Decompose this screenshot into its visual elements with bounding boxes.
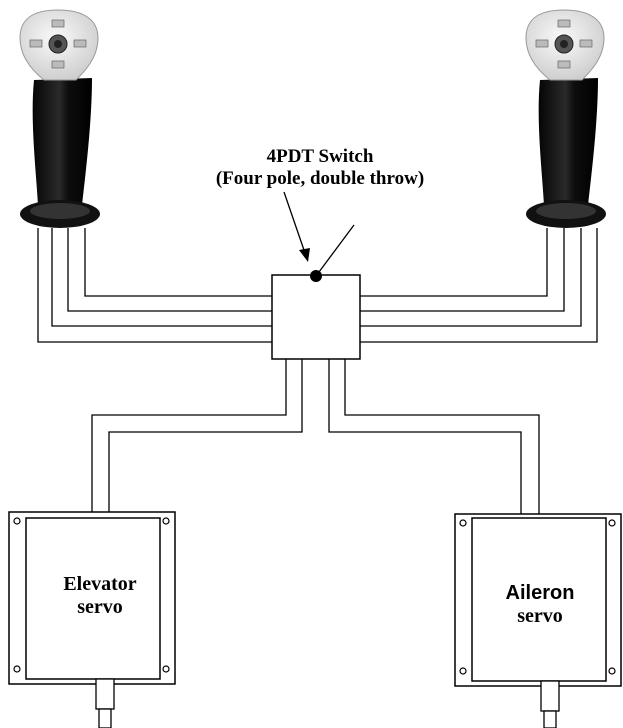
- aileron-servo-wires: [328, 359, 540, 518]
- aileron-servo-label-line1: Aileron: [505, 582, 575, 604]
- aileron-servo-body: [471, 517, 607, 682]
- elevator-servo-wires: [91, 359, 303, 518]
- left-hat-switch-icon: [29, 19, 87, 69]
- right-joystick-grip: [538, 78, 598, 205]
- left-joystick-grip: [32, 78, 92, 205]
- left-joystick: [19, 9, 100, 228]
- aileron-servo-label-line2: servo: [517, 605, 563, 627]
- elevator-servo-label-line1: Elevator: [63, 573, 137, 595]
- switch-subtitle: (Four pole, double throw): [215, 168, 425, 189]
- switch-title: 4PDT Switch: [266, 146, 374, 167]
- aileron-servo: [454, 513, 622, 728]
- elevator-servo-body: [25, 517, 161, 680]
- switch-toggle-lever: [315, 224, 355, 277]
- elevator-servo: [8, 511, 176, 728]
- aileron-servo-output-shaft: [540, 680, 560, 728]
- elevator-servo-label-line2: servo: [77, 596, 123, 618]
- switch-box: [271, 274, 361, 360]
- elevator-servo-output-shaft: [95, 678, 115, 728]
- switch-pointer-arrow: [283, 191, 310, 262]
- right-joystick: [525, 9, 606, 228]
- right-hat-switch-icon: [535, 19, 593, 69]
- right-joystick-wires: [360, 228, 598, 343]
- left-joystick-wires: [37, 228, 272, 343]
